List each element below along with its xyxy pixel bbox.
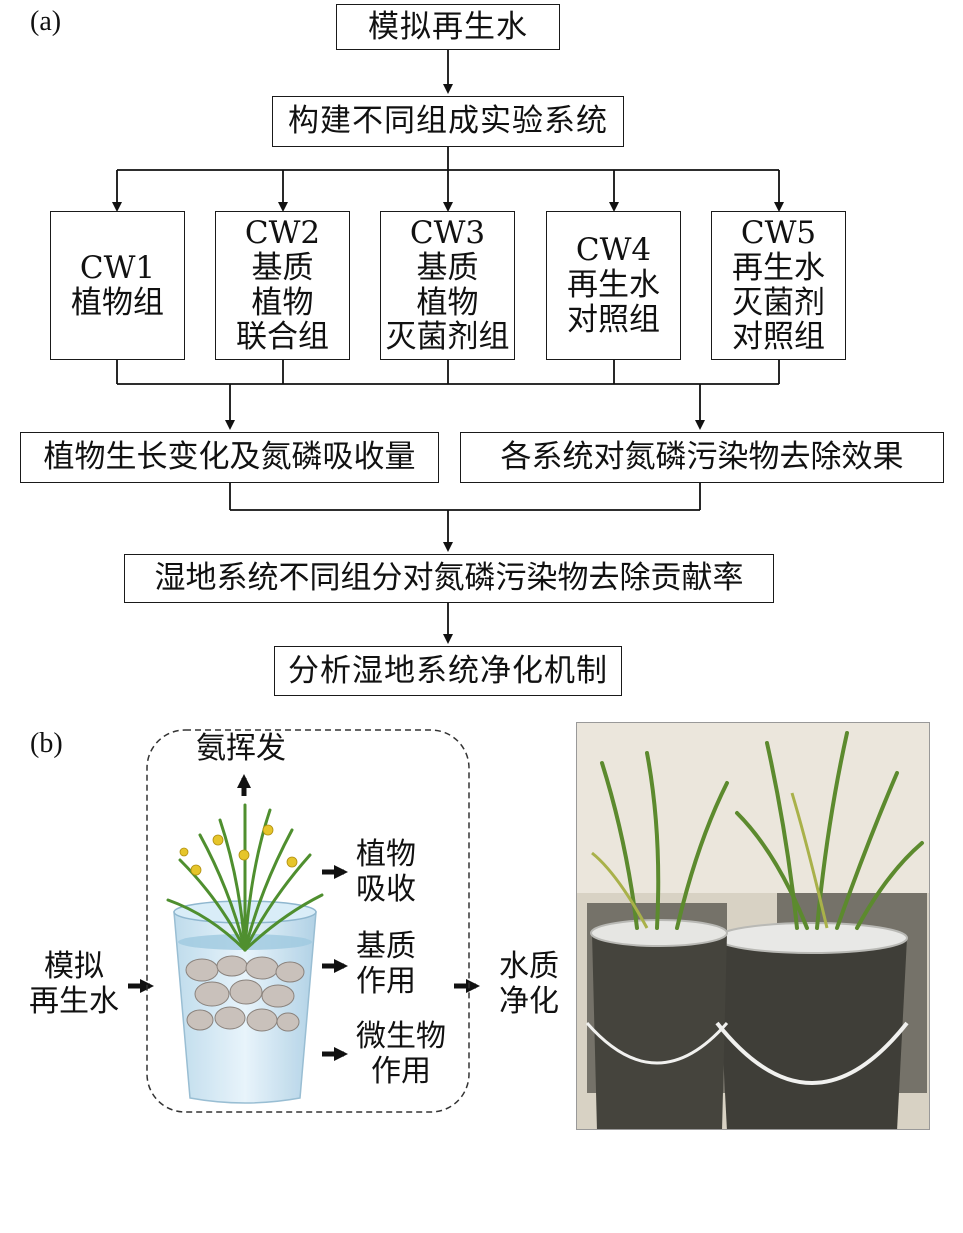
mechanism-box: 分析湿地系统净化机制 [274,646,622,696]
group-cw4-line-1: CW4 [575,232,652,269]
group-box-cw5: CW5 再生水 灭菌剂 对照组 [711,211,846,360]
group-cw3-line-2: 基质 [416,249,479,286]
group-cw2-line-2: 基质 [251,249,314,286]
input-line-1: 模拟 [44,949,104,984]
group-cw5-line-1: CW5 [740,215,817,252]
contribution-text: 湿地系统不同组分对氮磷污染物去除贡献率 [154,560,744,597]
process-microbial: 微生物 作用 [356,1019,446,1090]
result-right-box: 各系统对氮磷污染物去除效果 [460,432,944,483]
process-substrate: 基质 作用 [356,929,416,1000]
panel-b-label: (b) [30,728,63,759]
group-cw5-line-2: 再生水 [732,249,825,286]
process-substrate-line-1: 基质 [356,929,416,964]
process-plant-line-1: 植物 [356,837,416,872]
output-line-1: 水质 [499,949,559,984]
group-box-cw3: CW3 基质 植物 灭菌剂组 [380,211,515,360]
group-box-cw2: CW2 基质 植物 联合组 [215,211,350,360]
mechanism-text: 分析湿地系统净化机制 [288,652,608,689]
start-text: 模拟再生水 [368,8,528,45]
panel-a-label: (a) [30,6,62,37]
result-left-text: 植物生长变化及氮磷吸收量 [43,439,416,476]
experiment-photo [576,722,930,1130]
process-plant-line-2: 吸收 [356,871,416,907]
result-left-box: 植物生长变化及氮磷吸收量 [20,432,439,483]
group-cw3-line-4: 灭菌剂组 [385,319,510,356]
group-cw3-line-1: CW3 [409,215,486,252]
group-cw4-line-2: 再生水 [567,267,660,304]
process-plant-uptake: 植物 吸收 [356,837,416,908]
input-line-2: 再生水 [29,983,119,1019]
group-cw5-line-3: 灭菌剂 [732,284,825,321]
group-box-cw4: CW4 再生水 对照组 [546,211,681,360]
input-label: 模拟 再生水 [22,949,126,1020]
build-box: 构建不同组成实验系统 [272,96,624,147]
wetland-cup-illustration [166,803,324,1104]
process-microbial-line-2: 作用 [371,1053,431,1089]
output-line-2: 净化 [499,983,559,1019]
output-label: 水质 净化 [486,949,572,1020]
process-microbial-line-1: 微生物 [356,1019,446,1054]
contribution-box: 湿地系统不同组分对氮磷污染物去除贡献率 [124,554,774,603]
group-cw2-line-3: 植物 [251,284,314,321]
process-substrate-line-2: 作用 [356,963,416,999]
group-cw2-line-4: 联合组 [236,319,329,356]
group-cw1-line-1: CW1 [79,249,156,286]
group-cw1-line-2: 植物组 [71,284,164,321]
group-cw4-line-3: 对照组 [567,301,660,338]
group-cw5-line-4: 对照组 [732,319,825,356]
build-text: 构建不同组成实验系统 [288,103,608,140]
group-box-cw1: CW1 植物组 [50,211,185,360]
start-box: 模拟再生水 [336,4,560,50]
ammonia-volatilization-label: 氨挥发 [196,731,286,766]
result-right-text: 各系统对氮磷污染物去除效果 [500,439,904,476]
group-cw3-line-3: 植物 [416,284,479,321]
group-cw2-line-1: CW2 [244,215,321,252]
